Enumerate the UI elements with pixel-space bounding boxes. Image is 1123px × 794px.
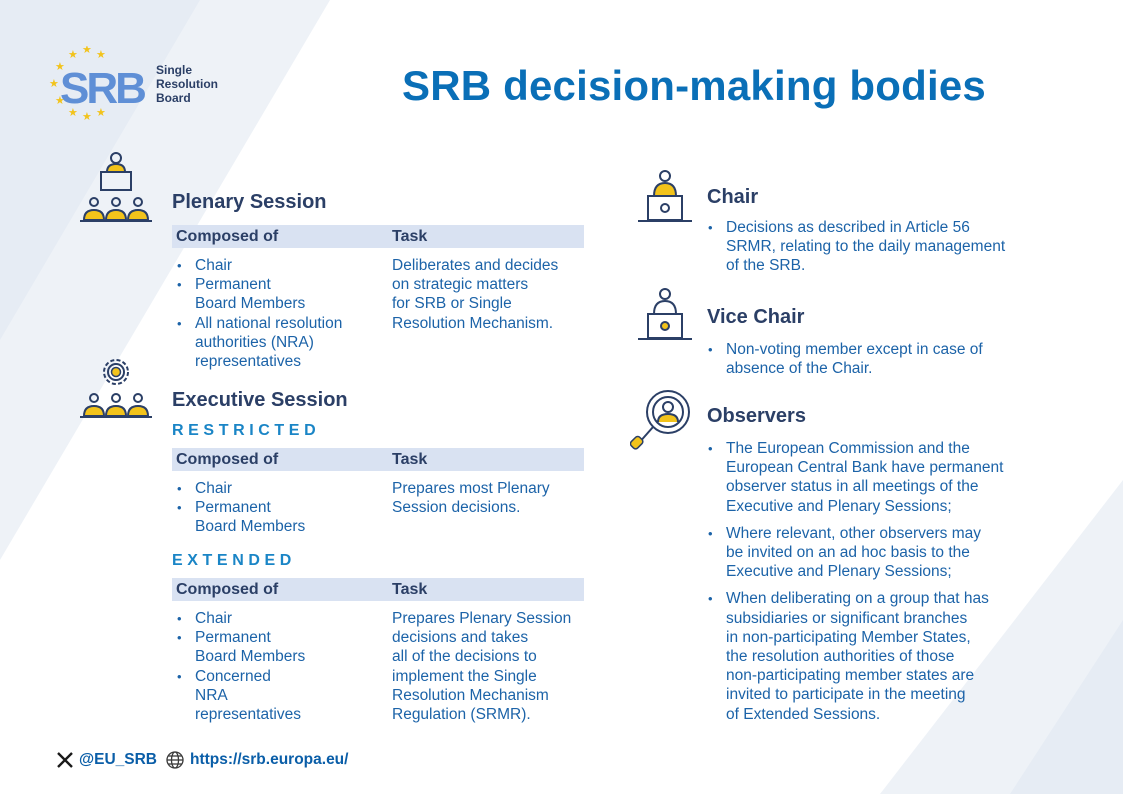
col-task: Task <box>392 450 428 468</box>
svg-text:★: ★ <box>82 46 92 56</box>
plenary-session-icon <box>80 152 152 222</box>
extended-table: Composed of Task Chair Permanent Board M… <box>172 578 584 724</box>
col-composed-of: Composed of <box>176 227 279 245</box>
vice-chair-bullets: Non-voting member except in case of abse… <box>703 340 1103 386</box>
task-text: Deliberates and decides on strategic mat… <box>392 257 559 332</box>
list-item: Non-voting member except in case of abse… <box>703 340 1103 378</box>
composed-list: Chair Permanent Board Members Concerned … <box>172 609 392 724</box>
globe-icon <box>166 751 184 769</box>
svg-text:★: ★ <box>82 111 92 122</box>
list-item: Concerned NRA representatives <box>172 667 305 725</box>
executive-session-icon <box>80 359 152 418</box>
vice-chair-heading: Vice Chair <box>707 306 805 328</box>
eu-stars-icon: ★ ★ ★ ★ ★ ★ ★ ★ ★ <box>49 44 106 123</box>
x-logo-icon <box>57 752 73 768</box>
list-item: Permanent Board Members <box>172 275 315 313</box>
composed-list: Chair Permanent Board Members All nation… <box>172 256 392 371</box>
svg-text:Resolution: Resolution <box>156 77 218 91</box>
chair-icon <box>638 170 692 222</box>
composed-list: Chair Permanent Board Members <box>172 479 392 537</box>
list-item: Permanent Board Members <box>172 498 315 536</box>
list-item: Decisions as described in Article 56 SRM… <box>703 218 1103 276</box>
list-item: Permanent Board Members <box>172 628 315 666</box>
observers-bullets: The European Commission and the European… <box>703 439 1103 732</box>
vice-chair-icon <box>638 288 692 340</box>
svg-text:★: ★ <box>49 78 59 90</box>
chair-bullets: Decisions as described in Article 56 SRM… <box>703 218 1103 284</box>
svg-text:★: ★ <box>68 49 78 61</box>
task-text: Prepares most Plenary Session decisions. <box>392 480 550 517</box>
srb-logo: ★ ★ ★ ★ ★ ★ ★ ★ ★ SRB Single Resolution … <box>46 44 236 123</box>
svg-text:Board: Board <box>156 91 191 105</box>
website-link[interactable]: https://srb.europa.eu/ <box>190 751 349 768</box>
list-item: Chair <box>172 256 392 275</box>
list-item: All national resolution authorities (NRA… <box>172 314 355 372</box>
executive-session-heading: Executive Session <box>172 389 348 411</box>
col-composed-of: Composed of <box>176 580 279 598</box>
col-task: Task <box>392 227 428 245</box>
table-header: Composed of Task <box>172 578 584 601</box>
col-composed-of: Composed of <box>176 450 279 468</box>
table-header: Composed of Task <box>172 448 584 471</box>
svg-text:★: ★ <box>96 49 106 61</box>
table-header: Composed of Task <box>172 225 584 248</box>
svg-text:Single: Single <box>156 63 192 77</box>
plenary-session-table: Composed of Task Chair Permanent Board M… <box>172 225 584 371</box>
list-item: When deliberating on a group that has su… <box>703 589 1103 723</box>
x-handle-link[interactable]: @EU_SRB <box>79 751 157 768</box>
svg-text:★: ★ <box>96 107 106 119</box>
observers-magnifier-icon <box>630 390 690 450</box>
svg-text:★: ★ <box>55 61 65 73</box>
col-task: Task <box>392 580 428 598</box>
task-text: Prepares Plenary Session decisions and t… <box>392 610 572 724</box>
svg-text:★: ★ <box>68 107 78 119</box>
list-item: The European Commission and the European… <box>703 439 1103 516</box>
list-item: Where relevant, other observers may be i… <box>703 524 1103 582</box>
list-item: Chair <box>172 609 392 628</box>
chair-heading: Chair <box>707 186 759 208</box>
list-item: Chair <box>172 479 392 498</box>
extended-label: EXTENDED <box>172 552 296 569</box>
svg-text:★: ★ <box>55 95 65 107</box>
footer: @EU_SRB https://srb.europa.eu/ <box>56 750 354 770</box>
logo-mark: SRB <box>60 64 145 113</box>
observers-heading: Observers <box>707 405 806 427</box>
restricted-table: Composed of Task Chair Permanent Board M… <box>172 448 584 537</box>
restricted-label: RESTRICTED <box>172 422 321 439</box>
plenary-session-heading: Plenary Session <box>172 191 327 213</box>
page-title: SRB decision-making bodies <box>402 62 986 109</box>
